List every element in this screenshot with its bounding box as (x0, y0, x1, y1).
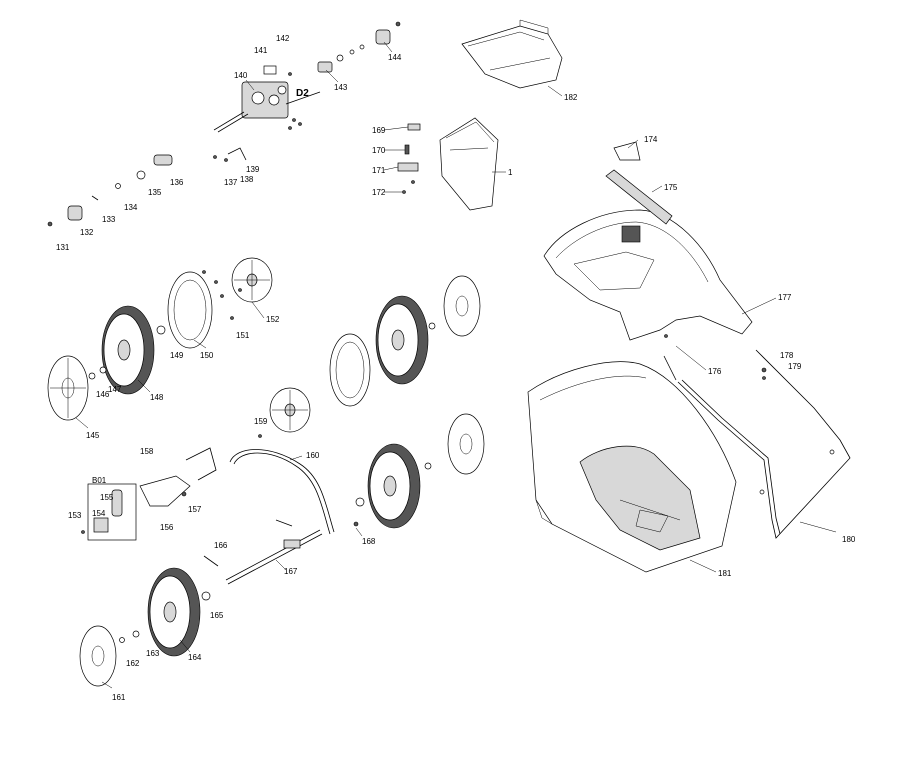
handle-177 (543, 209, 753, 381)
callout-135: 135 (148, 188, 162, 197)
callout-141: 141 (254, 46, 268, 55)
callout-133: 133 (102, 215, 116, 224)
grass-bag-181 (527, 361, 737, 573)
callout-150: 150 (200, 351, 214, 360)
center-hubcap (443, 275, 481, 337)
callout-157: 157 (188, 505, 202, 514)
washer-162 (119, 637, 125, 643)
kit-b01-box (87, 483, 137, 541)
callout-156: 156 (160, 523, 174, 532)
callout-181: 181 (718, 569, 732, 578)
callout-143: 143 (334, 83, 348, 92)
callout-164: 164 (188, 653, 202, 662)
gearbox-mark: D2 (296, 88, 309, 99)
callout-176: 176 (708, 367, 722, 376)
rear-hub-plate-152 (231, 257, 273, 303)
screw-176 (664, 334, 668, 338)
grass-bag-frame (439, 117, 499, 211)
leader-lines (75, 41, 837, 689)
callout-168: 168 (362, 537, 376, 546)
gearbox-assembly (213, 65, 321, 133)
washer-147 (99, 366, 107, 374)
callout-144: 144 (388, 53, 402, 62)
callout-159: 159 (254, 417, 268, 426)
callout-138: 138 (240, 175, 254, 184)
callout-158: 158 (140, 447, 154, 456)
callout-145: 145 (86, 431, 100, 440)
callout-162: 162 (126, 659, 140, 668)
washer-165 (201, 591, 211, 601)
callout-171: 171 (372, 166, 386, 175)
front-left-wheel-164 (147, 567, 201, 657)
callout-166: 166 (214, 541, 228, 550)
callout-169: 169 (372, 126, 386, 135)
callout-146: 146 (96, 390, 110, 399)
center-washer (428, 322, 436, 330)
callout-174: 174 (644, 135, 658, 144)
callout-142: 142 (276, 34, 290, 43)
callout-167: 167 (284, 567, 298, 576)
callout-149: 149 (170, 351, 184, 360)
callout-153: 153 (68, 511, 82, 520)
callout-1: 1 (508, 168, 513, 177)
screw-153 (81, 530, 85, 534)
callout-179: 179 (788, 362, 802, 371)
callout-160: 160 (306, 451, 320, 460)
grass-bag-top (461, 19, 563, 89)
washer-163 (132, 630, 140, 638)
washer-168-a (355, 497, 365, 507)
callout-175: 175 (664, 183, 678, 192)
pivot-bracket-156 (139, 434, 262, 507)
handle-frame-180 (677, 349, 851, 539)
callout-161: 161 (112, 693, 126, 702)
callout-134: 134 (124, 203, 138, 212)
callout-180: 180 (842, 535, 856, 544)
screw-179 (762, 376, 766, 380)
front-right-wheel (367, 443, 421, 529)
front-axle-167 (203, 519, 323, 585)
callout-140: 140 (234, 71, 248, 80)
center-hub-plate (269, 387, 311, 433)
callout-137: 137 (224, 178, 238, 187)
kit-label-b01: B01 (92, 476, 107, 485)
front-right-washer (424, 462, 432, 470)
callout-151: 151 (236, 331, 250, 340)
callout-labels: 182 1 169 170 171 172 142 141 140 D2 143… (56, 34, 856, 702)
rear-wheel-hubcap-145 (47, 355, 89, 421)
callout-132: 132 (80, 228, 94, 237)
front-right-hubcap (447, 413, 485, 475)
screw-178 (761, 367, 767, 373)
callout-165: 165 (210, 611, 224, 620)
callout-154: 154 (92, 509, 106, 518)
clip-parts (397, 123, 421, 194)
callout-131: 131 (56, 243, 70, 252)
rear-wheel-148 (101, 305, 155, 395)
callout-152: 152 (266, 315, 280, 324)
callout-178: 178 (780, 351, 794, 360)
callout-139: 139 (246, 165, 260, 174)
callout-170: 170 (372, 146, 386, 155)
washer-146 (88, 372, 96, 380)
label-174 (613, 141, 641, 161)
adjuster-lever-160 (229, 449, 335, 535)
rear-gear-ring-150 (167, 271, 213, 349)
callout-155: 155 (100, 493, 114, 502)
cover-175 (605, 169, 673, 225)
drive-shaft-parts (317, 21, 401, 73)
screws-151 (202, 270, 242, 320)
callout-148: 148 (150, 393, 164, 402)
front-left-hubcap-161 (79, 625, 117, 687)
center-wheel (375, 295, 429, 385)
callout-172: 172 (372, 188, 386, 197)
washer-168 (353, 521, 359, 527)
left-axle-parts (47, 147, 247, 227)
callout-182: 182 (564, 93, 578, 102)
center-gear-ring (329, 333, 371, 407)
callout-147: 147 (108, 385, 122, 394)
callout-177: 177 (778, 293, 792, 302)
callout-136: 136 (170, 178, 184, 187)
callout-163: 163 (146, 649, 160, 658)
washer-149 (156, 325, 166, 335)
